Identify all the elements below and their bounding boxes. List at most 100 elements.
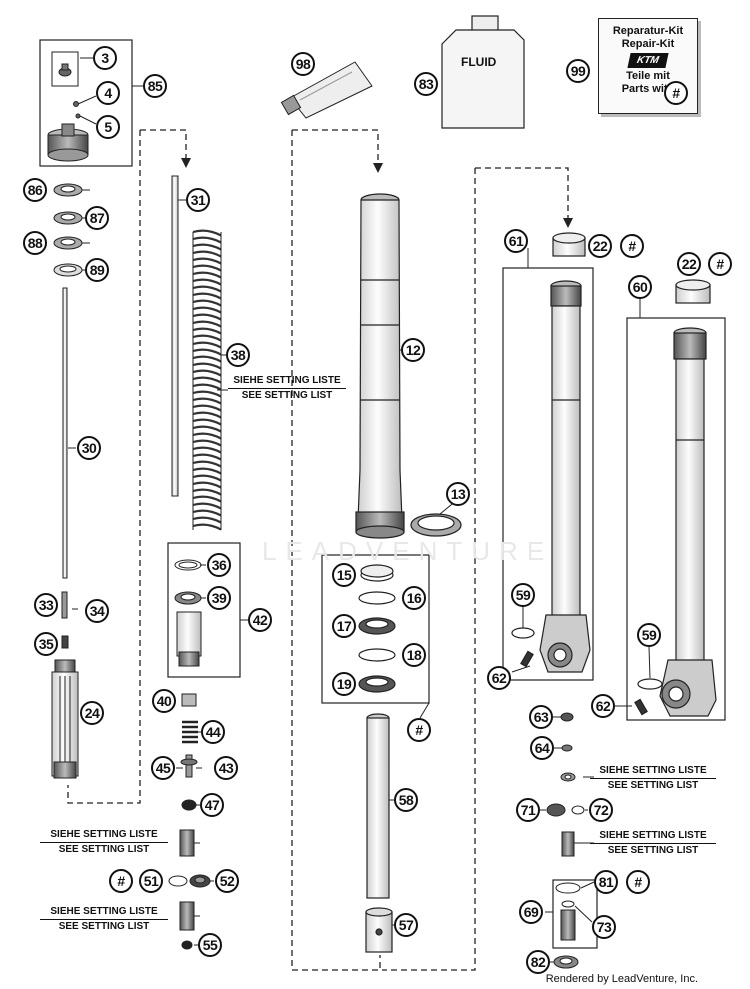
setting-label-left-1: SIEHE SETTING LISTE SEE SETTING LIST: [40, 828, 168, 857]
callout-82: 82: [526, 950, 550, 974]
callout-30: 30: [77, 436, 101, 460]
callout-13: 13: [446, 482, 470, 506]
callout-44: 44: [201, 720, 225, 744]
callout-19: 19: [332, 672, 356, 696]
part-58-tube: [366, 713, 390, 899]
part-31-rod: [171, 175, 179, 497]
parts-right-small: [546, 712, 585, 969]
setting-line-de: SIEHE SETTING LISTE: [590, 764, 716, 779]
callout-99: 99: [566, 59, 590, 83]
box-seals: [321, 554, 430, 704]
setting-line-de: SIEHE SETTING LISTE: [590, 829, 716, 844]
callout-17: 17: [332, 614, 356, 638]
box-61: [502, 267, 594, 681]
callout-59-left: 59: [511, 583, 535, 607]
kit-line-3: Teile mit: [599, 70, 697, 83]
callout-85: 85: [143, 74, 167, 98]
parts-15-19-seals: [358, 564, 396, 693]
callout-43: 43: [214, 756, 238, 780]
setting-label-spring: SIEHE SETTING LISTE SEE SETTING LIST: [228, 374, 346, 403]
callout-71: 71: [516, 798, 540, 822]
setting-line-en: SEE SETTING LIST: [607, 845, 699, 856]
callout-73: 73: [592, 915, 616, 939]
leader-lines: [68, 57, 651, 963]
callout-64: 64: [530, 736, 554, 760]
callout-hash-kit: #: [664, 81, 688, 105]
callout-33: 33: [34, 593, 58, 617]
callout-86: 86: [23, 178, 47, 202]
callout-39: 39: [207, 586, 231, 610]
footer-credit: Rendered by LeadVenture, Inc.: [545, 973, 698, 985]
callout-63: 63: [529, 705, 553, 729]
setting-line-de: SIEHE SETTING LISTE: [40, 905, 168, 920]
callout-hash-81: #: [626, 870, 650, 894]
callout-58: 58: [394, 788, 418, 812]
fluid-bottle-label: FLUID: [461, 55, 497, 69]
callout-98: 98: [291, 52, 315, 76]
parts-40-47: [180, 693, 198, 811]
part-61-fork-leg: [511, 280, 591, 673]
assembly-guide-lines: [67, 129, 569, 971]
parts-36-39: [174, 559, 202, 667]
part-38-spring: [192, 229, 222, 531]
part-57-fitting: [365, 907, 393, 953]
callout-59-right: 59: [637, 623, 661, 647]
setting-line-en: SEE SETTING LIST: [241, 390, 333, 401]
callout-34: 34: [85, 599, 109, 623]
setting-label-left-2: SIEHE SETTING LISTE SEE SETTING LIST: [40, 905, 168, 934]
callout-81: 81: [594, 870, 618, 894]
callout-61: 61: [504, 229, 528, 253]
callout-hash-seals: #: [407, 718, 431, 742]
box-85: [39, 39, 133, 167]
callout-hash-51: #: [109, 869, 133, 893]
washers-86-89: [53, 183, 83, 277]
setting-line-en: SEE SETTING LIST: [58, 844, 150, 855]
box-60: [626, 317, 726, 721]
kit-line-de: Reparatur-Kit: [612, 25, 684, 37]
watermark: LEADVENTURE: [262, 536, 554, 566]
callout-62-left: 62: [487, 666, 511, 690]
setting-line-en: SEE SETTING LIST: [58, 921, 150, 932]
callout-62-right: 62: [591, 694, 615, 718]
part-30-rod: [62, 287, 68, 579]
callout-12: 12: [401, 338, 425, 362]
setting-line-de: SIEHE SETTING LISTE: [40, 828, 168, 843]
part-85-assembly: [47, 51, 89, 162]
callout-hash-22-right: #: [708, 252, 732, 276]
callout-45: 45: [151, 756, 175, 780]
ktm-logo: KTM: [627, 53, 669, 68]
callout-57: 57: [394, 913, 418, 937]
callout-51: 51: [139, 869, 163, 893]
part-12-outer-tube: [355, 193, 405, 539]
callout-4: 4: [96, 81, 120, 105]
callout-42: 42: [248, 608, 272, 632]
callout-15: 15: [332, 563, 356, 587]
group-boxes: [39, 39, 726, 949]
callout-31: 31: [186, 188, 210, 212]
part-98-grease-tube: [280, 61, 373, 119]
callout-22-right: 22: [677, 252, 701, 276]
callout-72: 72: [589, 798, 613, 822]
callout-47: 47: [200, 793, 224, 817]
kit-parts: Parts with: [621, 83, 675, 95]
callout-38: 38: [226, 343, 250, 367]
kit-teile: Teile mit: [626, 70, 670, 82]
callout-89: 89: [85, 258, 109, 282]
setting-label-right-2: SIEHE SETTING LISTE SEE SETTING LIST: [590, 829, 716, 858]
callout-52: 52: [215, 869, 239, 893]
callout-35: 35: [34, 632, 58, 656]
kit-line-4: Parts with: [599, 83, 697, 96]
callout-87: 87: [85, 206, 109, 230]
callout-24: 24: [80, 701, 104, 725]
callout-16: 16: [402, 586, 426, 610]
callout-36: 36: [207, 553, 231, 577]
callout-88: 88: [23, 231, 47, 255]
part-60-fork-leg: [634, 327, 717, 717]
parts-valves-left: [168, 829, 211, 950]
callout-55: 55: [198, 933, 222, 957]
callout-22-left: 22: [588, 234, 612, 258]
box-42: [167, 542, 241, 678]
kit-line-en: Repair-Kit: [621, 38, 675, 50]
callout-69: 69: [519, 900, 543, 924]
